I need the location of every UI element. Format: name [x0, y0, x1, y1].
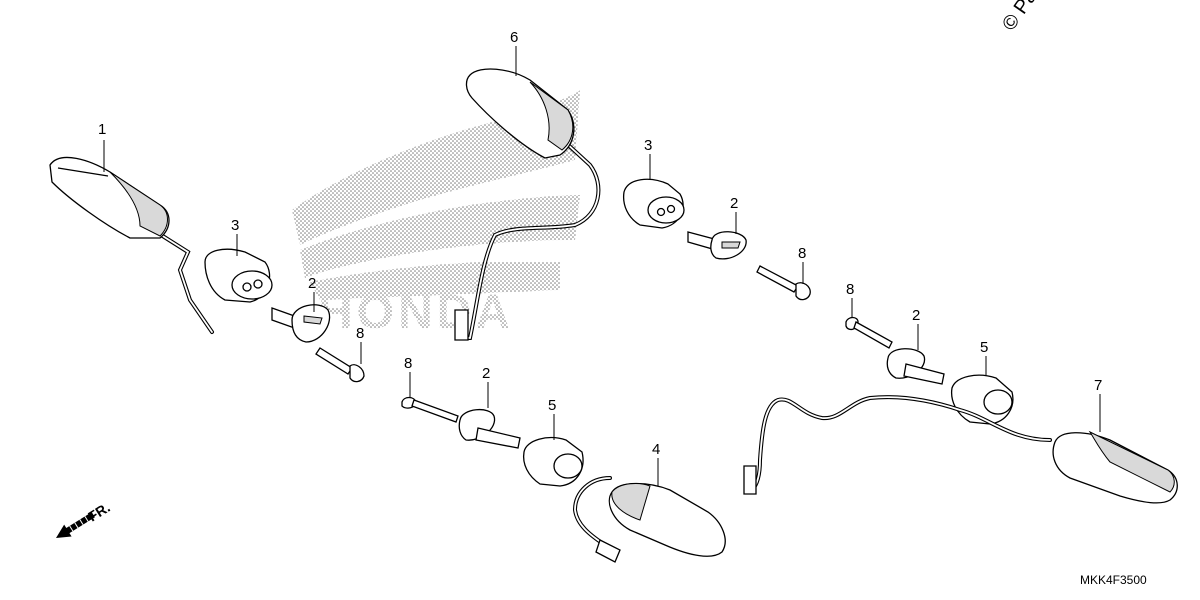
callout-3-right: 3 — [644, 137, 652, 180]
honda-watermark-text: HONDA — [318, 286, 514, 339]
turn-signal-rear-right — [743, 395, 1178, 504]
bolt-lower-center — [401, 396, 459, 423]
svg-text:5: 5 — [548, 397, 556, 414]
collar-left — [271, 304, 331, 343]
svg-text:4: 4 — [652, 441, 660, 458]
svg-text:1: 1 — [98, 121, 106, 138]
callout-8-lower-right: 8 — [846, 281, 854, 318]
collar-lower-right — [886, 348, 945, 385]
callout-5-lower-center: 5 — [548, 397, 556, 440]
callout-7: 7 — [1094, 377, 1102, 432]
front-direction-indicator: FR. — [56, 499, 113, 538]
callout-8-right: 8 — [798, 245, 806, 284]
svg-text:8: 8 — [404, 355, 412, 372]
svg-text:7: 7 — [1094, 377, 1102, 394]
callout-2-lower-center: 2 — [482, 365, 490, 408]
callout-3-left: 3 — [231, 217, 239, 256]
svg-text:2: 2 — [482, 365, 490, 382]
callout-8-left: 8 — [356, 325, 364, 364]
callout-8-lower-center: 8 — [404, 355, 412, 398]
turn-signal-front-right — [454, 68, 601, 341]
bolt-left — [315, 347, 365, 383]
rubber-mount-left — [204, 248, 273, 303]
svg-text:5: 5 — [980, 339, 988, 356]
turn-signal-front-left — [49, 156, 214, 334]
svg-text:8: 8 — [798, 245, 806, 262]
svg-text:6: 6 — [510, 29, 518, 46]
diagram-code: MKK4F3500 — [1080, 573, 1147, 587]
collar-right — [687, 231, 747, 260]
callout-4: 4 — [652, 441, 660, 486]
collar-lower-center — [458, 409, 521, 449]
front-arrow-icon — [56, 512, 95, 538]
callout-2-left: 2 — [308, 275, 316, 312]
socket-lower-center — [522, 437, 584, 487]
svg-text:8: 8 — [356, 325, 364, 342]
svg-text:8: 8 — [846, 281, 854, 298]
svg-text:2: 2 — [730, 195, 738, 212]
copyright-text: © Pa — [998, 0, 1042, 35]
svg-text:3: 3 — [231, 217, 239, 234]
svg-text:2: 2 — [912, 307, 920, 324]
callout-6: 6 — [510, 29, 518, 76]
rubber-mount-right — [622, 178, 685, 229]
bolt-lower-right — [845, 316, 893, 349]
svg-text:2: 2 — [308, 275, 316, 292]
callout-2-right: 2 — [730, 195, 738, 234]
bolt-right — [756, 265, 811, 301]
callout-2-lower-right: 2 — [912, 307, 920, 350]
svg-text:3: 3 — [644, 137, 652, 154]
callout-1: 1 — [98, 121, 106, 172]
turn-signal-rear-left — [572, 476, 726, 563]
callout-5-lower-right: 5 — [980, 339, 988, 376]
